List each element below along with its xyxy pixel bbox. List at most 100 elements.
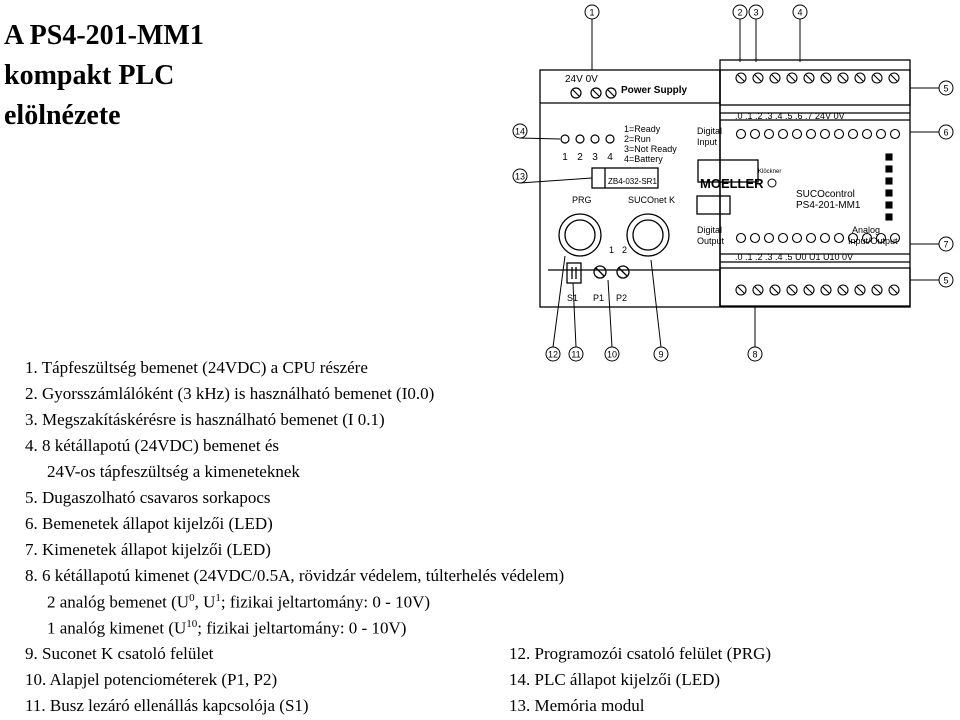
pot-slot — [595, 267, 605, 277]
callout-number: 13 — [515, 172, 525, 182]
screw-slot — [754, 286, 762, 294]
p1-potentiometer — [593, 265, 607, 279]
plc-status-led — [885, 213, 893, 221]
legend-item: 12. Programozói csatoló felület (PRG) — [509, 644, 772, 663]
legend-item: 1. Tápfeszültség bemenet (24VDC) a CPU r… — [25, 358, 368, 377]
input-status-led — [749, 128, 761, 140]
output-status-led — [777, 232, 789, 244]
0v-terminal — [590, 87, 602, 99]
callout-number: 9 — [658, 350, 663, 360]
prg-connector — [558, 213, 602, 257]
callout-marker — [604, 346, 620, 362]
screw-slot — [890, 74, 898, 82]
callout-marker — [938, 124, 954, 140]
status-led-4 — [605, 134, 615, 144]
output-status-led — [889, 232, 901, 244]
24v-terminal — [570, 87, 582, 99]
output-terminal-block — [719, 267, 911, 307]
digital-output-label: Output — [697, 236, 725, 246]
output-screw-terminal — [854, 284, 866, 296]
port-number: 2 — [622, 245, 627, 255]
callout-leader-line — [650, 259, 662, 348]
callout-number: 5 — [943, 276, 948, 286]
input-status-led — [833, 128, 845, 140]
status-led-number: 4 — [607, 152, 613, 163]
product-model: PS4-201-MM1 — [796, 200, 861, 211]
legend-item: 9. Suconet K csatoló felület — [25, 644, 214, 663]
input-screw-terminal — [820, 72, 832, 84]
input-status-led — [777, 128, 789, 140]
callout-marker — [545, 346, 561, 362]
status-legend-line: 1=Ready — [624, 124, 661, 134]
input-screw-terminal — [871, 72, 883, 84]
callout-marker — [512, 168, 528, 184]
callout-leader-line — [572, 282, 577, 348]
ground-terminal — [605, 87, 617, 99]
callout-number: 14 — [515, 127, 525, 137]
screw-slot — [788, 74, 796, 82]
status-led-1 — [560, 134, 570, 144]
output-screw-terminal — [786, 284, 798, 296]
callout-marker — [938, 272, 954, 288]
legend-item-analog-output: 1 analóg kimenet (U10; fizikai jeltartom… — [47, 618, 407, 638]
input-screw-terminal — [888, 72, 900, 84]
callout-marker — [747, 346, 763, 362]
input-status-led — [889, 128, 901, 140]
status-led-2 — [575, 134, 585, 144]
status-legend-line: 2=Run — [624, 134, 651, 144]
screw-slot — [737, 286, 745, 294]
suconet-connector-inner — [632, 219, 664, 251]
input-screw-terminal — [752, 72, 764, 84]
plc-status-led — [885, 189, 893, 197]
input-status-led — [805, 128, 817, 140]
switch-label-p2: P2 — [616, 293, 627, 303]
legend-item-analog-inputs: 2 analóg bemenet (U0, U1; fizikai jeltar… — [47, 592, 431, 612]
title-line: kompakt PLC — [4, 60, 175, 91]
status-led-number: 3 — [592, 152, 598, 163]
memory-label-area — [696, 195, 731, 215]
screw-slot — [822, 286, 830, 294]
input-status-led — [819, 128, 831, 140]
callout-number: 1 — [589, 8, 594, 18]
input-screw-terminal — [769, 72, 781, 84]
status-led-number: 1 — [562, 152, 568, 163]
s1-dip-switch — [566, 262, 582, 284]
status-legend-line: 3=Not Ready — [624, 144, 677, 154]
callout-marker — [938, 80, 954, 96]
screw-slot — [890, 286, 898, 294]
plc-status-led — [885, 153, 893, 161]
analog-label: Analog — [852, 225, 880, 235]
callout-marker — [748, 4, 764, 20]
callout-number: 2 — [737, 8, 742, 18]
screw-slot — [771, 74, 779, 82]
legend-item-continued: 24V-os tápfeszültség a kimeneteknek — [47, 462, 300, 481]
screw-slot — [873, 286, 881, 294]
callout-marker — [732, 4, 748, 20]
plc-housing — [539, 69, 911, 308]
input-status-led — [735, 128, 747, 140]
legend-item: 6. Bemenetek állapot kijelzői (LED) — [25, 514, 273, 533]
screw-slot — [839, 286, 847, 294]
output-screw-terminal — [803, 284, 815, 296]
callout-number: 5 — [943, 84, 948, 94]
brand-mark-icon — [767, 178, 777, 188]
input-terminal-block — [719, 59, 911, 106]
legend-item: 8. 6 kétállapotú kimenet (24VDC/0.5A, rö… — [25, 566, 565, 585]
input-status-led — [875, 128, 887, 140]
callout-number: 10 — [607, 350, 617, 360]
plc-status-led — [885, 177, 893, 185]
output-status-led — [749, 232, 761, 244]
callout-number: 6 — [943, 128, 948, 138]
status-led-3 — [590, 134, 600, 144]
callout-marker — [584, 4, 600, 20]
page-title: A PS4-201-MM1 kompakt PLC elölnézete — [4, 16, 204, 136]
screw-slot — [754, 74, 762, 82]
screw-slot — [856, 286, 864, 294]
legend-item: 4. 8 kétállapotú (24VDC) bemenet és — [25, 436, 279, 455]
screw-slot — [839, 74, 847, 82]
callout-number: 7 — [943, 240, 948, 250]
input-screw-terminal — [837, 72, 849, 84]
digital-output-label: Digital — [697, 225, 722, 235]
input-status-led — [791, 128, 803, 140]
